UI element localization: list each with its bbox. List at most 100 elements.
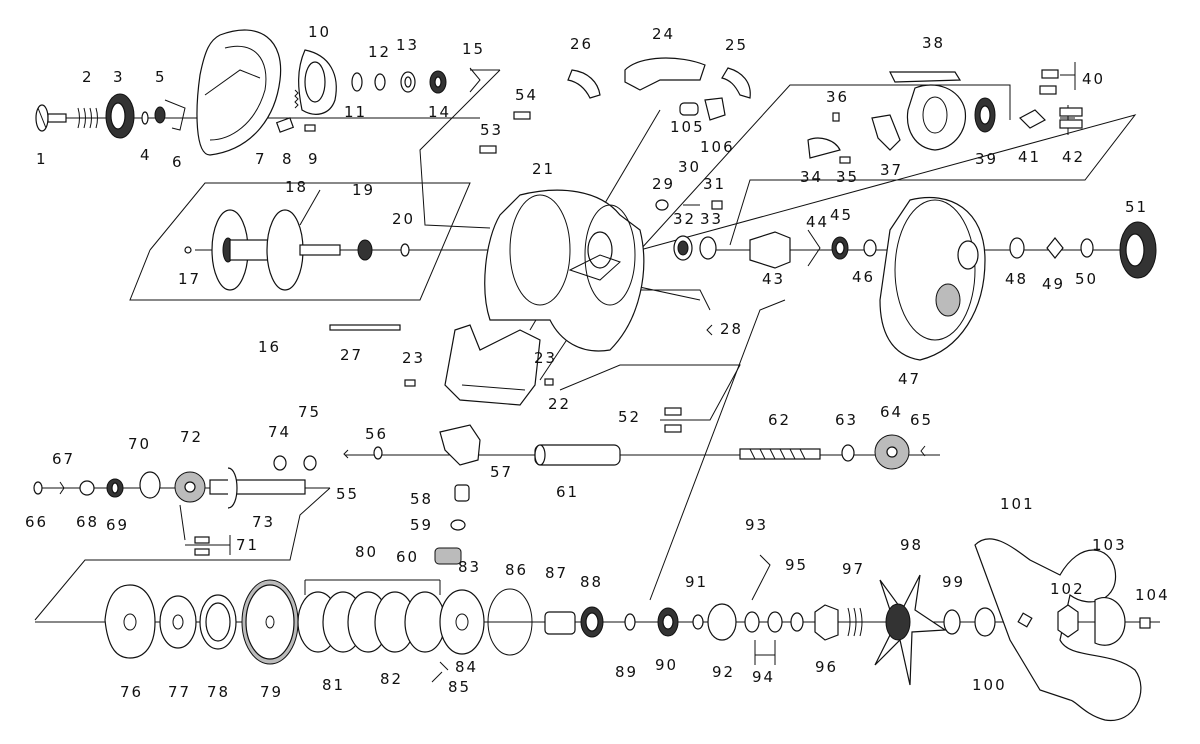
handle-drag-row-group bbox=[104, 538, 1151, 721]
drive-gear-row-group bbox=[33, 455, 317, 556]
part-label: 46 bbox=[852, 268, 876, 286]
part-label: 59 bbox=[410, 516, 434, 534]
part-label: 75 bbox=[298, 403, 322, 421]
part-label: 24 bbox=[652, 25, 676, 43]
part-label: 15 bbox=[462, 40, 486, 58]
part-label: 23 bbox=[534, 349, 558, 367]
part-label: 52 bbox=[618, 408, 642, 426]
part-label: 38 bbox=[922, 34, 946, 52]
part-label: 51 bbox=[1125, 198, 1149, 216]
part-label: 3 bbox=[113, 68, 125, 86]
part-label: 33 bbox=[700, 210, 724, 228]
part-label: 44 bbox=[806, 213, 830, 231]
part-label: 41 bbox=[1018, 148, 1042, 166]
part-label: 68 bbox=[76, 513, 100, 531]
part-label: 71 bbox=[236, 536, 260, 554]
part-label: 81 bbox=[322, 676, 346, 694]
part-label: 6 bbox=[172, 153, 184, 171]
part-label: 28 bbox=[720, 320, 744, 338]
part-label: 47 bbox=[898, 370, 922, 388]
part-label: 48 bbox=[1005, 270, 1029, 288]
part-label: 18 bbox=[285, 178, 309, 196]
part-label: 36 bbox=[826, 88, 850, 106]
part-label: 31 bbox=[703, 175, 727, 193]
part-label: 104 bbox=[1135, 586, 1170, 604]
part-label: 106 bbox=[700, 138, 735, 156]
part-label: 30 bbox=[678, 158, 702, 176]
part-label: 4 bbox=[140, 146, 152, 164]
frame-group bbox=[404, 57, 751, 406]
part-label: 29 bbox=[652, 175, 676, 193]
part-label: 87 bbox=[545, 564, 569, 582]
part-label: 78 bbox=[207, 683, 231, 701]
part-label: 53 bbox=[480, 121, 504, 139]
part-label: 5 bbox=[155, 68, 167, 86]
part-label: 1 bbox=[36, 150, 48, 168]
part-label: 34 bbox=[800, 168, 824, 186]
part-label: 103 bbox=[1092, 536, 1127, 554]
part-label: 64 bbox=[880, 403, 904, 421]
part-label: 37 bbox=[880, 161, 904, 179]
part-label: 50 bbox=[1075, 270, 1099, 288]
part-label: 90 bbox=[655, 656, 679, 674]
spool-group bbox=[184, 189, 410, 331]
middle-row-group bbox=[343, 424, 926, 565]
part-label: 76 bbox=[120, 683, 144, 701]
part-label: 93 bbox=[745, 516, 769, 534]
part-label: 40 bbox=[1082, 70, 1106, 88]
part-label: 85 bbox=[448, 678, 472, 696]
part-label: 101 bbox=[1000, 495, 1035, 513]
part-label: 84 bbox=[455, 658, 479, 676]
part-label: 16 bbox=[258, 338, 282, 356]
part-label: 32 bbox=[673, 210, 697, 228]
part-label: 92 bbox=[712, 663, 736, 681]
part-label: 73 bbox=[252, 513, 276, 531]
part-label: 7 bbox=[255, 150, 267, 168]
part-label: 39 bbox=[975, 150, 999, 168]
part-label: 63 bbox=[835, 411, 859, 429]
part-label: 10 bbox=[308, 23, 332, 41]
part-label: 20 bbox=[392, 210, 416, 228]
part-label: 11 bbox=[344, 103, 368, 121]
part-label: 86 bbox=[505, 561, 529, 579]
part-label: 45 bbox=[830, 206, 854, 224]
part-label: 80 bbox=[355, 543, 379, 561]
part-label: 79 bbox=[260, 683, 284, 701]
part-label: 62 bbox=[768, 411, 792, 429]
part-label: 67 bbox=[52, 450, 76, 468]
part-label: 49 bbox=[1042, 275, 1066, 293]
part-label: 95 bbox=[785, 556, 809, 574]
part-label: 23 bbox=[402, 349, 426, 367]
part-label: 27 bbox=[340, 346, 364, 364]
part-label: 69 bbox=[106, 516, 130, 534]
part-label: 94 bbox=[752, 668, 776, 686]
part-label: 96 bbox=[815, 658, 839, 676]
part-label: 98 bbox=[900, 536, 924, 554]
part-label: 43 bbox=[762, 270, 786, 288]
part-label: 102 bbox=[1050, 580, 1085, 598]
part-label: 100 bbox=[972, 676, 1007, 694]
part-label: 65 bbox=[910, 411, 934, 429]
part-label: 9 bbox=[308, 150, 320, 168]
side-plate-group bbox=[35, 29, 481, 156]
part-label: 58 bbox=[410, 490, 434, 508]
part-label: 88 bbox=[580, 573, 604, 591]
part-label: 55 bbox=[336, 485, 360, 503]
part-label: 25 bbox=[725, 36, 749, 54]
part-label: 77 bbox=[168, 683, 192, 701]
right-side-group bbox=[664, 69, 1157, 433]
part-label: 74 bbox=[268, 423, 292, 441]
part-label: 60 bbox=[396, 548, 420, 566]
part-label: 57 bbox=[490, 463, 514, 481]
part-label: 54 bbox=[515, 86, 539, 104]
part-label: 14 bbox=[428, 103, 452, 121]
part-label: 105 bbox=[670, 118, 705, 136]
part-label: 21 bbox=[532, 160, 556, 178]
part-label: 12 bbox=[368, 43, 392, 61]
part-label: 26 bbox=[570, 35, 594, 53]
part-label: 61 bbox=[556, 483, 580, 501]
part-label: 2 bbox=[82, 68, 94, 86]
part-label: 72 bbox=[180, 428, 204, 446]
part-label: 66 bbox=[25, 513, 49, 531]
